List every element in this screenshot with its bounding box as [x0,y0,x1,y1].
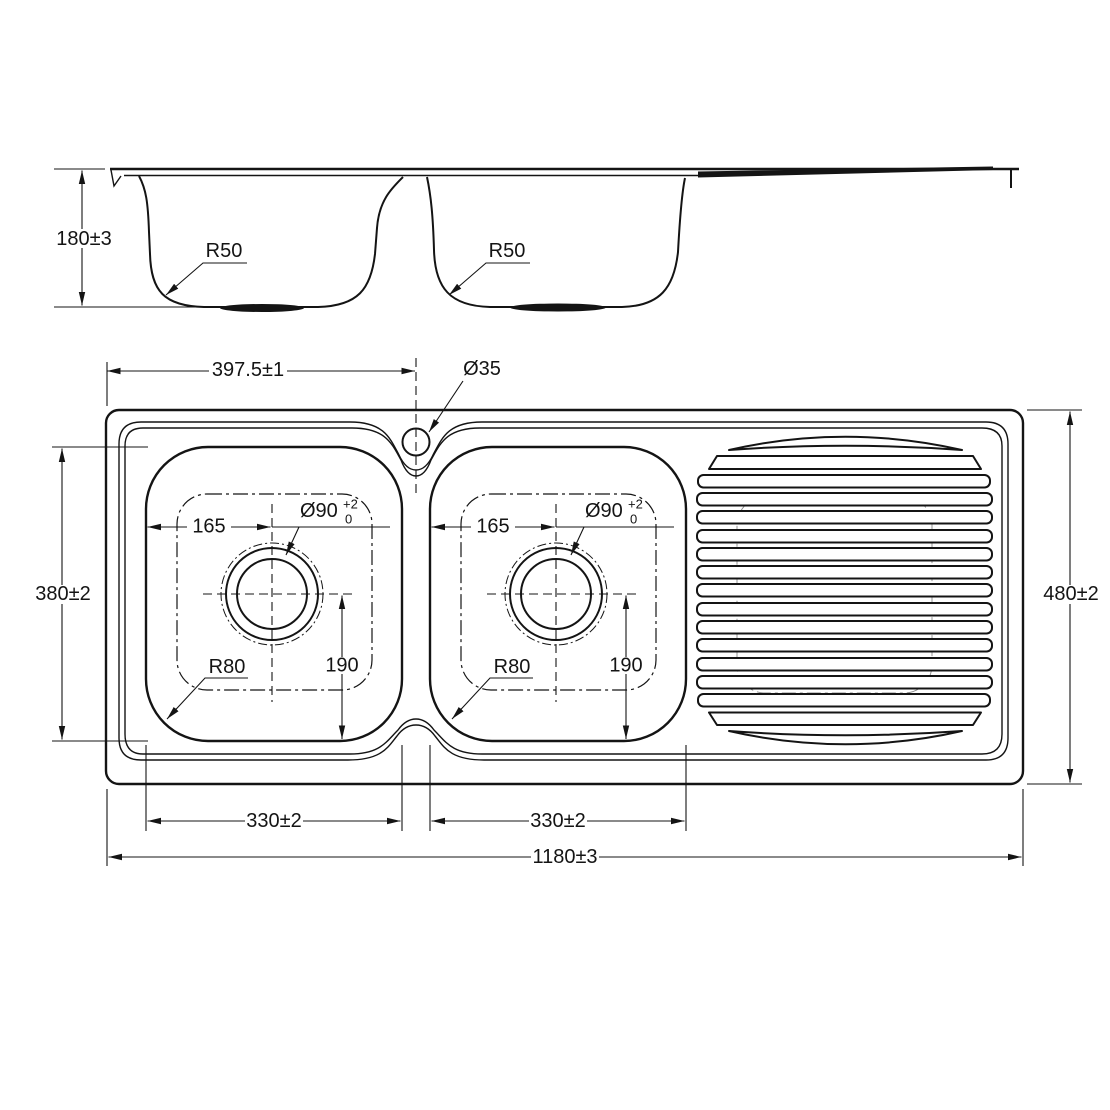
leader-line [451,677,533,720]
label-backing [1041,585,1101,604]
side-left-bowl-profile [138,175,404,308]
drainer [696,435,993,746]
side-right-bowl-waste-boss [510,303,606,312]
drainer-rib [696,565,993,580]
label-backing [33,585,93,604]
leader-line [285,526,300,556]
left-waste-hole [236,558,308,630]
callout-waste-left: Ø90 +2 0 [285,497,358,556]
label-waste-offset-h: 165 [192,516,225,538]
label-backing [320,657,364,674]
drainer-rib [728,730,963,746]
drainer-rib [697,693,991,708]
label-tap-centre: 397.5±1 [212,359,284,381]
label-waste-tol-lower: 0 [630,512,637,527]
right-bowl-edge [428,445,688,743]
right-waste-countersink-centerline [504,542,608,646]
drainer-rib [696,529,993,544]
leader-line [570,526,585,556]
dim-bowl-front-to-back: 380±2 [33,446,148,742]
side-left-lip [110,169,122,188]
label-backing [245,812,303,830]
tap-hole [401,358,431,497]
plan-view: 397.5±1 Ø35 380±2 480±2 165 [33,358,1101,868]
drainer-rib [696,602,993,617]
label-backing [604,657,648,674]
dim-waste-vertical-right: 190 [604,595,648,739]
dim-waste-offset-right-bowl: 165 [431,516,674,538]
callout-corner-left: R80 [166,656,248,720]
drainer-rib [696,510,993,525]
drainer-rib [696,547,993,562]
drainer-rib [696,675,993,690]
right-bowl [428,445,688,743]
left-bowl-edge [144,445,404,743]
label-waste-tol-upper: +2 [628,497,643,512]
leader-line [428,380,464,433]
label-corner-radius: R80 [209,656,246,678]
drainer-rib [708,455,982,470]
drainer-rib [696,620,993,635]
label-overall-length: 1180±3 [532,846,597,868]
label-waste-offset-v: 190 [609,655,642,677]
dim-overall-length: 1180±3 [106,789,1024,868]
leader-line [165,262,247,296]
label-backing [55,229,113,248]
dim-bowl-length-left: 330±2 [145,745,403,832]
side-left-bowl-waste-boss [220,304,304,312]
drainer-rib [696,583,993,598]
left-waste-outer-circle [225,547,319,641]
callout-waste-right: Ø90 +2 0 [570,497,643,556]
label-backing [529,812,587,830]
side-right-bowl-profile [426,176,686,308]
tap-hole-circle [401,427,431,457]
dim-overall-front-to-back: 480±2 [1027,409,1101,785]
right-waste-hole [520,558,592,630]
label-tap-hole-dia: Ø35 [463,358,501,380]
label-waste-dia: Ø90 [300,500,338,522]
drainer-rib [728,435,963,451]
leader-line [166,677,248,720]
drainer-rib [696,657,993,672]
label-corner-radius: R80 [494,656,531,678]
label-waste-tol-upper: +2 [343,497,358,512]
label-bowl-length: 330±2 [246,810,301,832]
side-view: 180±3 R50 R50 [54,166,1019,312]
label-waste-offset-v: 190 [325,655,358,677]
label-waste-tol-lower: 0 [345,512,352,527]
callout-radius-left: R50 [165,240,247,296]
label-bowl-depth: 180±3 [56,228,111,250]
label-waste-offset-h: 165 [476,516,509,538]
leader-line [448,262,530,296]
left-waste-countersink-centerline [220,542,324,646]
label-bowl-length: 330±2 [530,810,585,832]
callout-tap-hole: Ø35 [428,358,501,433]
drainer-rib [708,711,982,726]
callout-corner-right: R80 [451,656,533,720]
left-bowl [144,445,404,743]
label-waste-dia: Ø90 [585,500,623,522]
dim-bowl-depth: 180±3 [54,168,200,308]
dim-bowl-length-right: 330±2 [429,745,687,832]
label-backing [531,848,599,866]
label-r50-right: R50 [489,240,526,262]
label-backing [187,518,231,535]
right-waste-outer-circle [509,547,603,641]
label-r50-left: R50 [206,240,243,262]
label-overall-front-to-back: 480±2 [1043,583,1098,605]
dim-tap-centre: 397.5±1 [106,359,415,406]
label-bowl-front-to-back: 380±2 [35,583,90,605]
dim-waste-vertical-left: 190 [320,595,364,739]
drainer-rib [696,492,993,507]
drainer-rib [697,474,991,489]
callout-radius-right: R50 [448,240,530,296]
side-drainer-wedge [698,166,993,178]
plan-outer-edge [104,408,1025,786]
drainer-ribs [696,435,993,746]
label-backing [209,361,287,379]
dim-waste-offset-left-bowl: 165 [147,516,390,538]
drainer-rib [696,638,993,653]
label-backing [471,518,515,535]
